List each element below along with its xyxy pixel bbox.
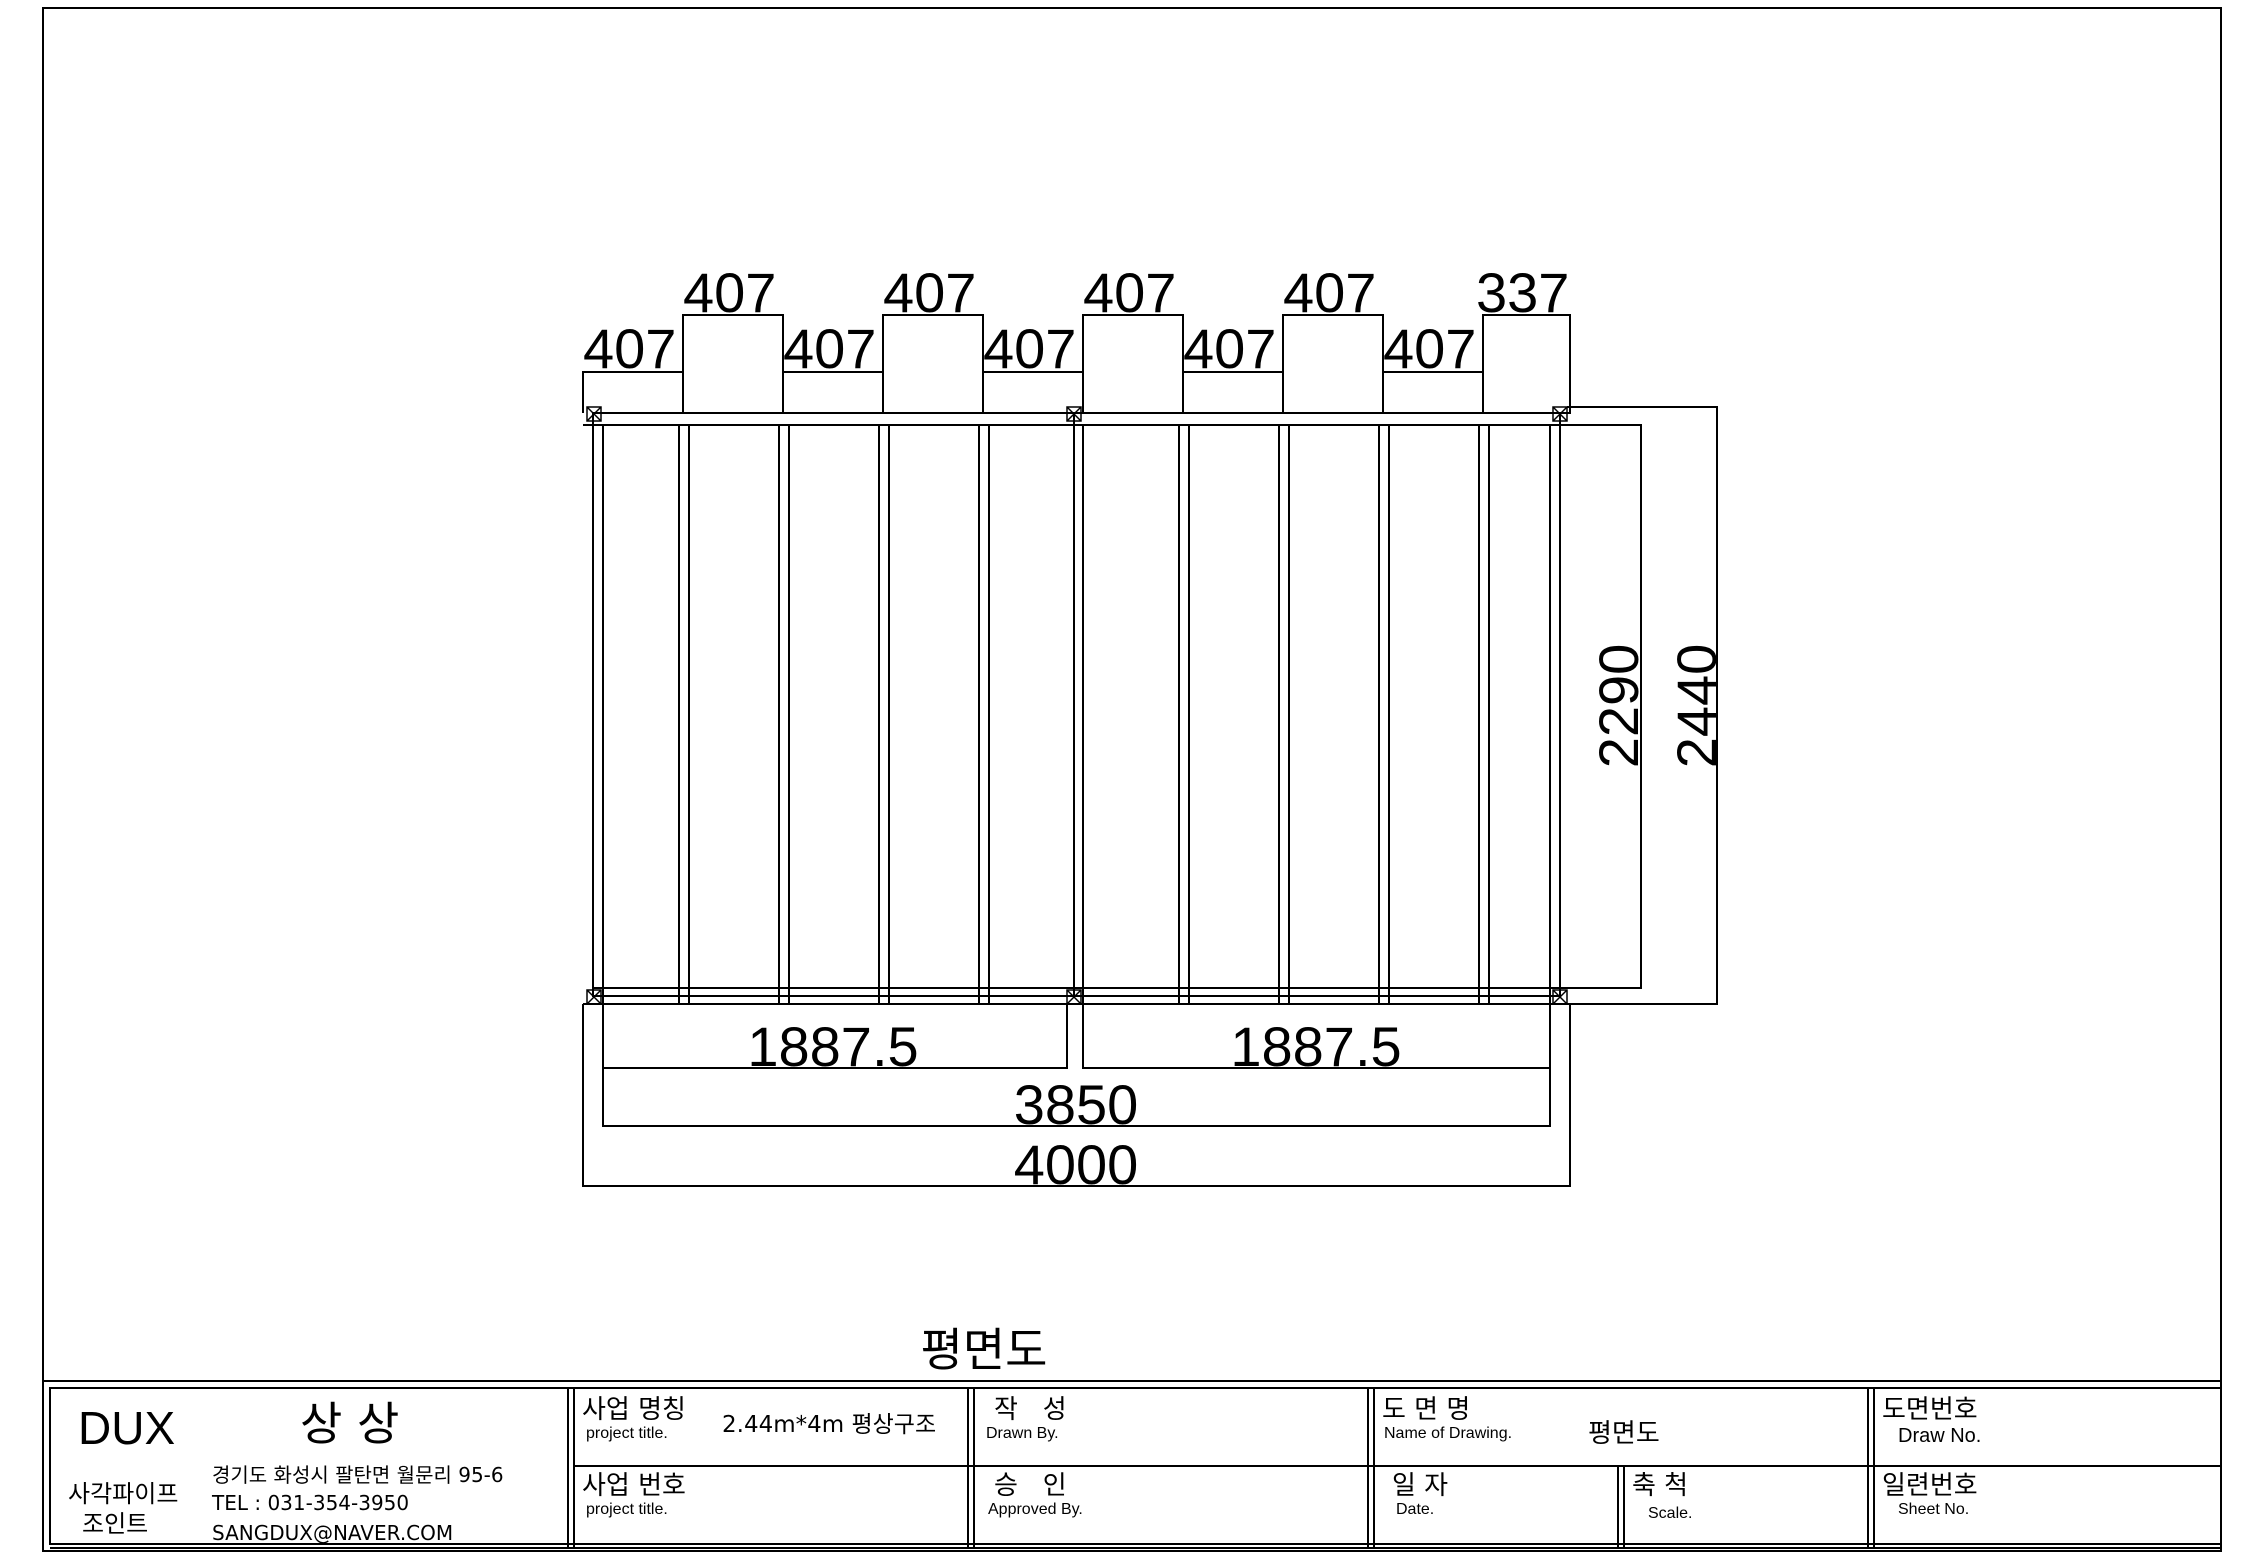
title-block: [43, 1380, 2222, 1549]
drawn-by-label-en: Drawn By.: [986, 1425, 1059, 1442]
dim-label: 407: [983, 317, 1076, 380]
dim-half-right: 1887.5: [1230, 1015, 1401, 1078]
drawn-by-label: 작 성: [994, 1395, 1067, 1425]
drawing-name-value: 평면도: [1588, 1419, 1660, 1449]
project-name-value: 2.44m*4m 평상구조: [722, 1412, 936, 1438]
date-label-en: Date.: [1396, 1501, 1434, 1518]
company-tel: TEL : 031-354-3950: [211, 1491, 409, 1515]
top-dimension-labels: 407 407 407 407 407 407 407 407 407 337: [583, 261, 1569, 380]
plan-view: [582, 314, 1718, 1187]
dim-label: 407: [683, 261, 776, 324]
date-label: 일 자: [1392, 1471, 1448, 1501]
top-dimension-lines: [582, 314, 1571, 414]
dim-label: 407: [883, 261, 976, 324]
logo-brand: DUX: [78, 1402, 175, 1454]
dim-half-left: 1887.5: [747, 1015, 918, 1078]
project-no-label-en: project title.: [586, 1501, 668, 1518]
joists: [602, 425, 1551, 1004]
sheet-no-label-en: Sheet No.: [1898, 1501, 1969, 1518]
sheet-border: [42, 7, 2222, 1552]
sheet-no-label: 일련번호: [1882, 1471, 1978, 1501]
dim-outer-height: 2440: [1665, 644, 1728, 769]
post-markers: [586, 406, 1568, 1005]
dim-inner-height: 2290: [1587, 644, 1650, 769]
bottom-dimension-lines: [582, 1004, 1571, 1187]
dim-label: 407: [783, 317, 876, 380]
dim-inner-width: 3850: [1014, 1073, 1139, 1136]
dim-label: 407: [1283, 261, 1376, 324]
project-name-label-en: project title.: [586, 1425, 668, 1442]
company-address: 경기도 화성시 팔탄면 월문리 95-6: [212, 1463, 504, 1487]
dim-label: 407: [1383, 317, 1476, 380]
drawing-title: 평면도: [921, 1323, 1048, 1377]
dim-label: 407: [583, 317, 676, 380]
drawing-name-label-en: Name of Drawing.: [1384, 1425, 1512, 1442]
company-line1: 사각파이프: [68, 1480, 178, 1508]
company-email: SANGDUX@NAVER.COM: [212, 1521, 453, 1545]
dim-label: 407: [1083, 261, 1176, 324]
project-name-label: 사업 명칭: [582, 1395, 686, 1425]
approved-by-label: 승 인: [994, 1471, 1067, 1501]
draw-no-label-en: Draw No.: [1898, 1425, 1981, 1447]
outer-frame: [592, 412, 1561, 997]
dim-outer-width: 4000: [1014, 1133, 1139, 1196]
draw-no-label: 도면번호: [1882, 1395, 1978, 1425]
right-dimension-lines: [1560, 406, 1718, 1005]
drawing-name-label: 도 면 명: [1382, 1395, 1470, 1425]
dim-label: 337: [1476, 261, 1569, 324]
dim-label: 407: [1183, 317, 1276, 380]
project-no-label: 사업 번호: [582, 1471, 686, 1501]
inner-frame: [592, 424, 1642, 989]
logo-name: 상 상: [300, 1397, 399, 1451]
company-line2: 조인트: [82, 1510, 148, 1538]
scale-label: 축 척: [1632, 1471, 1688, 1501]
approved-by-label-en: Approved By.: [988, 1501, 1083, 1518]
scale-label-en: Scale.: [1648, 1505, 1692, 1522]
